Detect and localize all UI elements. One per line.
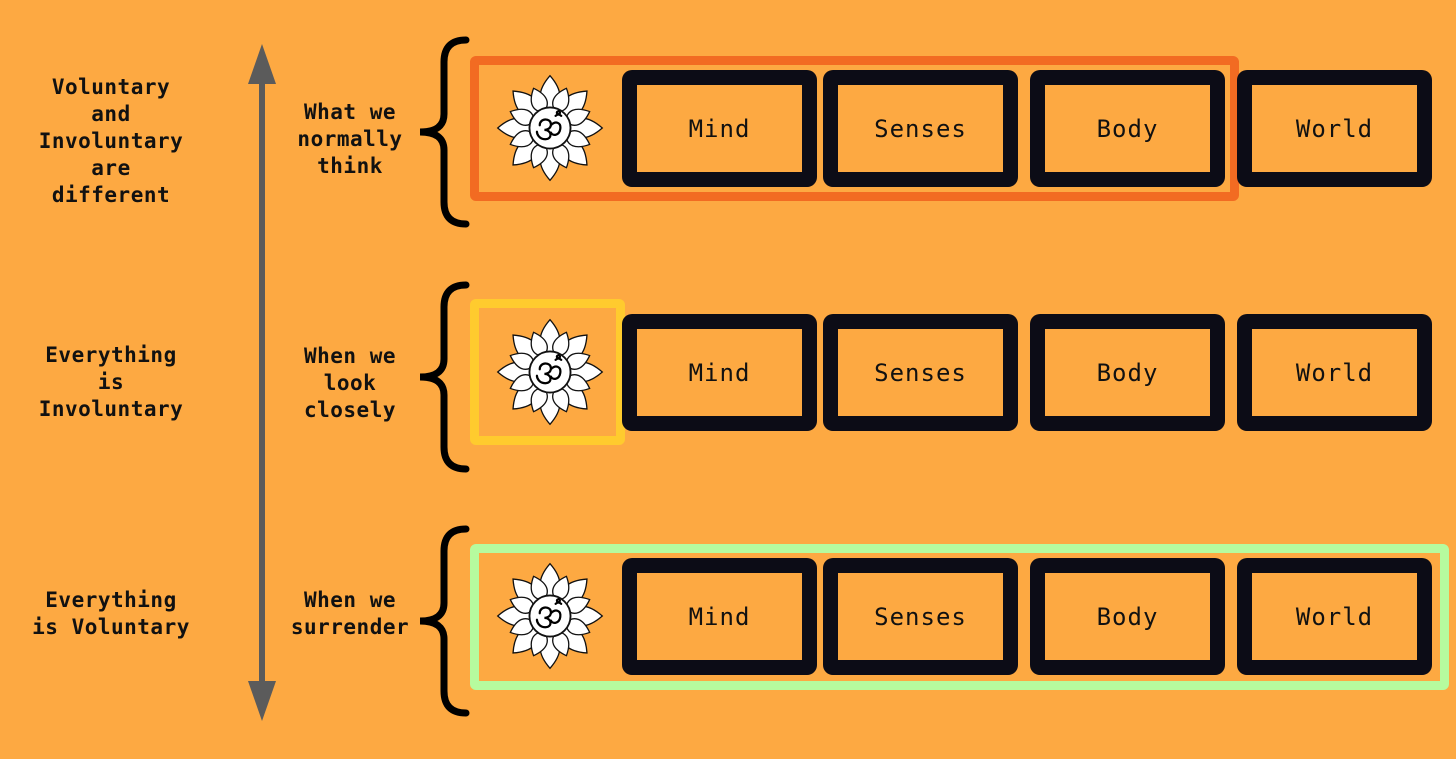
body-box-row-2: Body xyxy=(1030,314,1225,431)
curly-brace-row-1 xyxy=(419,36,470,228)
curly-brace-row-3 xyxy=(419,525,470,717)
axis-label-middle: Everything is Involuntary xyxy=(38,343,184,421)
mind-box-row-2: Mind xyxy=(622,314,817,431)
body-box-row-1: Body xyxy=(1030,70,1225,187)
senses-box-row-1: Senses xyxy=(823,70,1018,187)
world-box-row-3: World xyxy=(1237,558,1432,675)
world-box-row-2: World xyxy=(1237,314,1432,431)
axis-label-top: Voluntary and Involuntary are different xyxy=(38,75,184,207)
body-box-row-3: Body xyxy=(1030,558,1225,675)
highlight-frame-row-1 xyxy=(470,56,1239,201)
axis-label-bottom: Everything is Voluntary xyxy=(32,588,190,639)
highlight-frame-row-3 xyxy=(470,544,1449,690)
row-label-closely: When we look closely xyxy=(303,344,396,422)
curly-brace-row-2 xyxy=(419,281,470,473)
om-lotus-icon xyxy=(496,318,604,426)
om-lotus-icon xyxy=(496,562,604,670)
senses-box-row-2: Senses xyxy=(823,314,1018,431)
senses-box-row-3: Senses xyxy=(823,558,1018,675)
vertical-axis-arrow xyxy=(248,44,276,721)
highlight-frame-row-2 xyxy=(470,299,625,445)
world-box-row-1: World xyxy=(1237,70,1432,187)
mind-box-row-3: Mind xyxy=(622,558,817,675)
row-label-surrender: When we surrender xyxy=(290,588,410,639)
row-label-normally: What we normally think xyxy=(297,100,403,178)
om-lotus-icon xyxy=(496,74,604,182)
mind-box-row-1: Mind xyxy=(622,70,817,187)
